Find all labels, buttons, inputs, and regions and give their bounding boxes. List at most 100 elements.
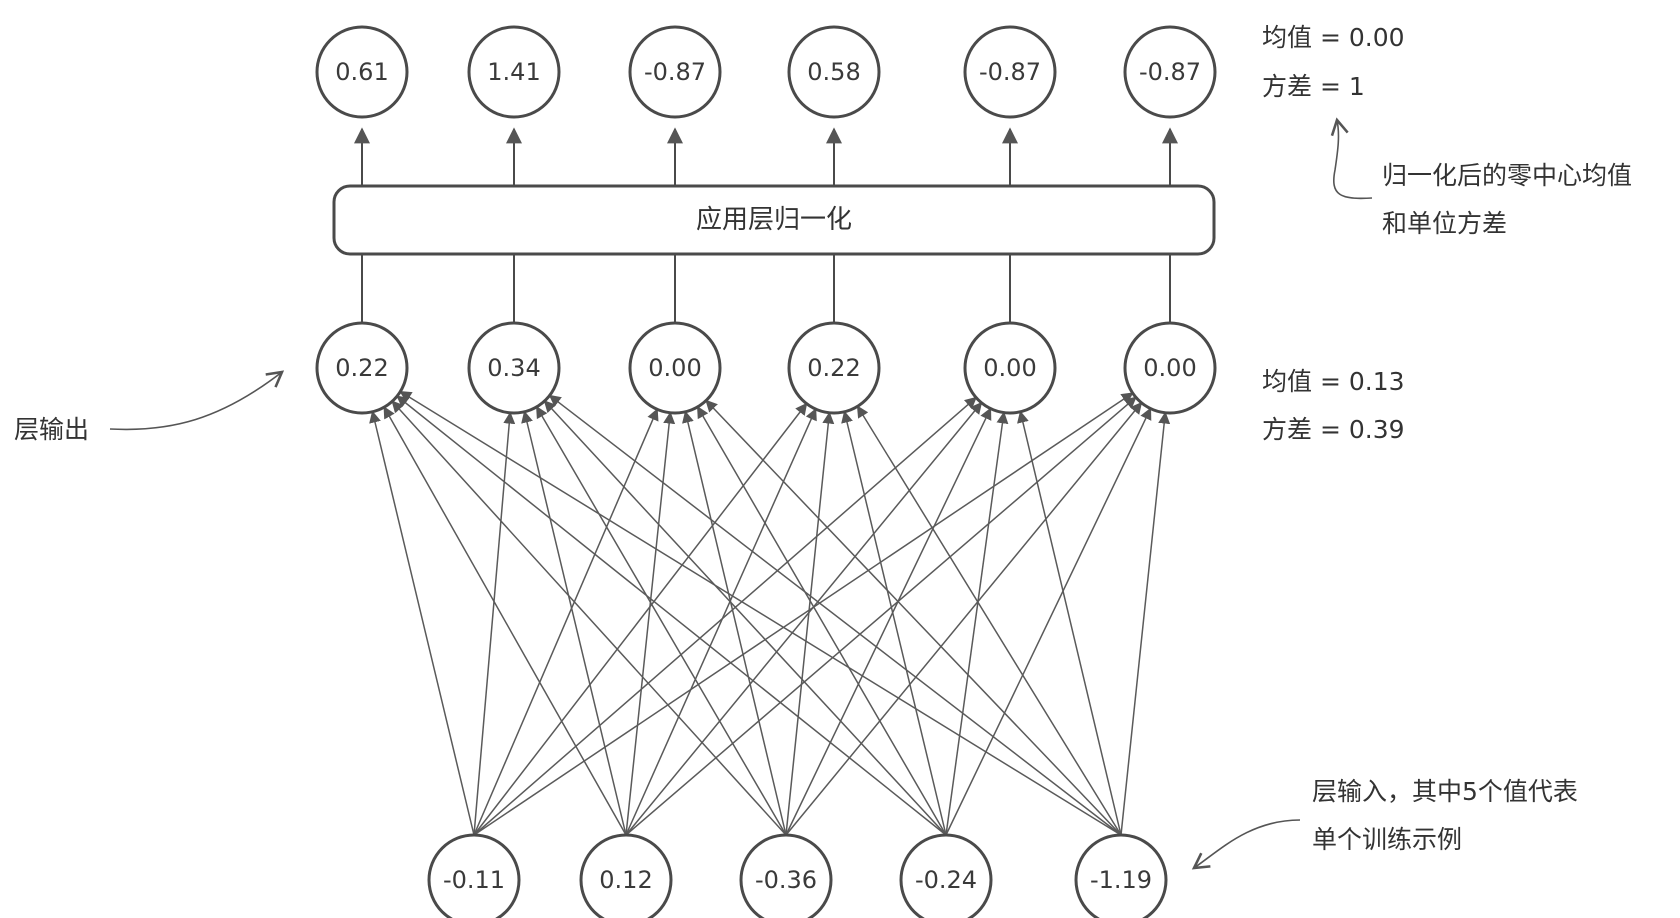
layer-output-nodes: 0.22 0.34 0.00 0.22 0.00 0.00 bbox=[315, 321, 1217, 415]
layer-norm-box-label: 应用层归一化 bbox=[696, 205, 852, 235]
layer-output-node-circle bbox=[315, 321, 409, 415]
connection-edge bbox=[396, 395, 947, 836]
layer-output-node-circle bbox=[628, 321, 722, 415]
connection-edge bbox=[705, 399, 1122, 836]
output-node-value: -0.87 bbox=[644, 58, 706, 86]
connection-edge bbox=[625, 396, 1137, 836]
layer-output-node-value: 0.00 bbox=[648, 354, 701, 382]
connection-edge bbox=[383, 406, 627, 836]
arrow-stems bbox=[354, 127, 1178, 323]
connection-edge bbox=[399, 390, 1122, 836]
layer-variance: 方差 = 0.39 bbox=[1262, 415, 1405, 444]
output-node-value: -0.87 bbox=[979, 58, 1041, 86]
layer-output-annotation: 层输出 bbox=[14, 370, 285, 444]
layer-output-node: 0.00 bbox=[1123, 321, 1217, 415]
norm-note-line-1: 归一化后的零中心均值 bbox=[1382, 161, 1632, 190]
output-node-circle bbox=[467, 25, 561, 119]
norm-note-line-2: 和单位方差 bbox=[1382, 209, 1507, 238]
connection-edge bbox=[696, 405, 947, 836]
input-node-circle bbox=[427, 833, 521, 918]
layer-output-node: 0.34 bbox=[467, 321, 561, 415]
layer-input-annotation: 层输入，其中5个值代表 单个训练示例 bbox=[1191, 777, 1578, 870]
layer-output-node-circle bbox=[963, 321, 1057, 415]
input-node: -0.24 bbox=[899, 833, 993, 918]
connection-edge bbox=[945, 407, 1152, 836]
layer-norm-box-outline bbox=[332, 184, 1216, 256]
connection-edge bbox=[473, 411, 516, 836]
input-node-circle bbox=[1074, 833, 1168, 918]
layer-output-node-value: 0.34 bbox=[487, 354, 540, 382]
output-node-value: 1.41 bbox=[487, 58, 540, 86]
connection-edge bbox=[473, 396, 977, 836]
layer-norm-box: 应用层归一化 bbox=[332, 184, 1216, 256]
connection-edge bbox=[682, 410, 787, 836]
layer-output-node-value: 0.00 bbox=[983, 354, 1036, 382]
connection-edge bbox=[625, 401, 983, 836]
input-node-value: -0.11 bbox=[443, 866, 505, 894]
output-node-value: -0.87 bbox=[1139, 58, 1201, 86]
layer-output-node-value: 0.00 bbox=[1143, 354, 1196, 382]
output-node: 1.41 bbox=[467, 25, 561, 119]
output-node-circle bbox=[1123, 25, 1217, 119]
layer-output-node-value: 0.22 bbox=[335, 354, 388, 382]
layer-output-node: 0.22 bbox=[787, 321, 881, 415]
connection-edge bbox=[625, 408, 817, 836]
output-node-value: 0.61 bbox=[335, 58, 388, 86]
connection-edge bbox=[1120, 411, 1171, 836]
layer-stats: 均值 = 0.13 方差 = 0.39 bbox=[1262, 367, 1405, 444]
input-node-value: -0.36 bbox=[755, 866, 817, 894]
output-node-circle bbox=[787, 25, 881, 119]
input-node: -0.36 bbox=[739, 833, 833, 918]
output-node: 0.61 bbox=[315, 25, 409, 119]
output-variance: 方差 = 1 bbox=[1262, 72, 1365, 101]
layer-output-node: 0.00 bbox=[963, 321, 1057, 415]
layer-mean: 均值 = 0.13 bbox=[1262, 367, 1405, 396]
output-node-circle bbox=[315, 25, 409, 119]
layer-output-label: 层输出 bbox=[14, 415, 89, 444]
output-node: -0.87 bbox=[963, 25, 1057, 119]
input-node-circle bbox=[579, 833, 673, 918]
connection-edge bbox=[1017, 410, 1122, 836]
input-node-value: -0.24 bbox=[915, 866, 977, 894]
layer-input-line-1: 层输入，其中5个值代表 bbox=[1312, 777, 1578, 806]
input-node: -1.19 bbox=[1074, 833, 1168, 918]
output-node-circle bbox=[628, 25, 722, 119]
layer-input-arrow bbox=[1191, 819, 1301, 870]
layer-output-node: 0.22 bbox=[315, 321, 409, 415]
connection-edge bbox=[548, 394, 1122, 836]
output-node: 0.58 bbox=[787, 25, 881, 119]
output-mean: 均值 = 0.00 bbox=[1262, 23, 1405, 52]
norm-note: 归一化后的零中心均值 和单位方差 bbox=[1330, 117, 1632, 238]
connection-edge bbox=[369, 410, 475, 836]
input-node-value: -1.19 bbox=[1090, 866, 1152, 894]
layer-output-node-circle bbox=[1123, 321, 1217, 415]
norm-note-arrow bbox=[1330, 117, 1373, 200]
input-node-circle bbox=[739, 833, 833, 918]
output-node: -0.87 bbox=[628, 25, 722, 119]
output-node-value: 0.58 bbox=[807, 58, 860, 86]
layer-output-node-circle bbox=[467, 321, 561, 415]
connection-edges bbox=[369, 390, 1171, 836]
connection-edge bbox=[473, 408, 659, 836]
layer-output-node-value: 0.22 bbox=[807, 354, 860, 382]
layer-input-line-2: 单个训练示例 bbox=[1312, 825, 1462, 854]
output-nodes: 0.61 1.41 -0.87 0.58 -0.87 -0.87 bbox=[315, 25, 1217, 119]
input-node: -0.11 bbox=[427, 833, 521, 918]
connection-edge bbox=[945, 411, 1009, 836]
connection-edge bbox=[536, 405, 787, 836]
output-node-circle bbox=[963, 25, 1057, 119]
input-node-circle bbox=[899, 833, 993, 918]
layer-output-node-circle bbox=[787, 321, 881, 415]
connection-edge bbox=[841, 410, 947, 836]
output-node: -0.87 bbox=[1123, 25, 1217, 119]
output-stats: 均值 = 0.00 方差 = 1 bbox=[1262, 23, 1405, 101]
layer-output-arrow bbox=[109, 370, 285, 431]
connection-edge bbox=[521, 410, 627, 836]
connection-edge bbox=[785, 401, 1143, 836]
connection-edge bbox=[785, 411, 835, 836]
connection-edge bbox=[856, 405, 1122, 836]
connection-edge bbox=[473, 402, 808, 836]
connection-edge bbox=[785, 407, 992, 836]
input-node-value: 0.12 bbox=[599, 866, 652, 894]
input-node: 0.12 bbox=[579, 833, 673, 918]
